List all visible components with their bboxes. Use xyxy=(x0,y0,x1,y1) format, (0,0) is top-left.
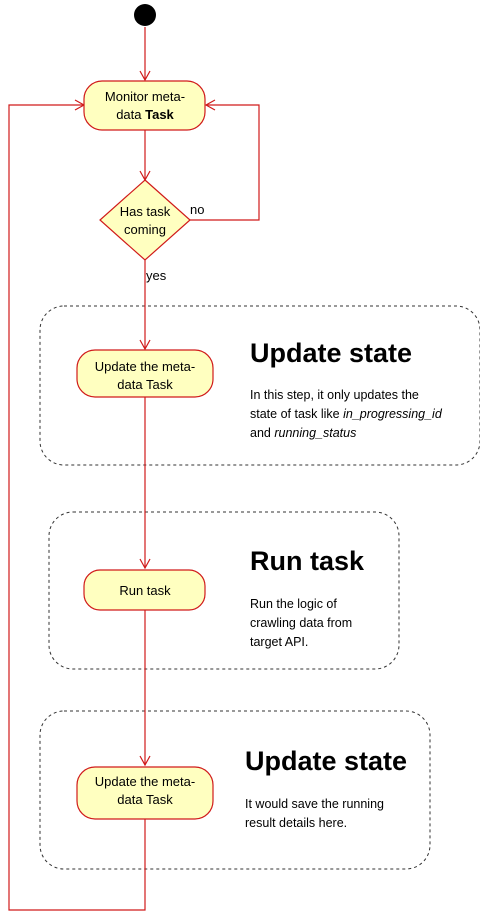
group-2-desc-line: crawling data from xyxy=(250,616,352,630)
node-update-1-line2: data Task xyxy=(117,377,173,392)
edge-label-yes: yes xyxy=(146,268,167,283)
edge-label-no: no xyxy=(190,202,204,217)
node-monitor-line2: data Task xyxy=(116,107,174,122)
node-update-2-line1: Update the meta- xyxy=(95,774,195,789)
group-1-desc-line: state of task like in_progressing_id xyxy=(250,407,443,421)
node-update-2-line2: data Task xyxy=(117,792,173,807)
group-3-desc: It would save the running result details … xyxy=(245,797,384,830)
group-2-desc-line: Run the logic of xyxy=(250,597,337,611)
group-2-desc: Run the logic of crawling data from target… xyxy=(250,597,352,649)
group-3-desc-line: result details here. xyxy=(245,816,347,830)
node-decision-line2: coming xyxy=(124,222,166,237)
node-run-task-label: Run task xyxy=(119,583,171,598)
group-1-title: Update state xyxy=(250,338,412,368)
group-2-desc-line: target API. xyxy=(250,635,308,649)
edge-decision-no-loop xyxy=(190,99,260,221)
node-decision xyxy=(99,179,191,261)
start-node xyxy=(134,4,156,26)
node-monitor-line1: Monitor meta- xyxy=(105,89,185,104)
node-update-2 xyxy=(76,766,214,820)
edges xyxy=(8,27,260,911)
node-monitor xyxy=(83,80,206,131)
edge-loop-back xyxy=(8,99,146,911)
node-decision-line1: Has task xyxy=(120,204,171,219)
group-3-desc-line: It would save the running xyxy=(245,797,384,811)
group-update-state-1 xyxy=(39,305,480,466)
group-2-title: Run task xyxy=(250,546,365,576)
node-update-1-line1: Update the meta- xyxy=(95,359,195,374)
group-update-state-2 xyxy=(39,710,431,870)
node-update-1 xyxy=(76,349,214,398)
group-3-title: Update state xyxy=(245,746,407,776)
group-1-desc-line: and running_status xyxy=(250,426,356,440)
group-run-task xyxy=(48,511,400,670)
group-1-desc: In this step, it only updates the state o… xyxy=(250,388,443,440)
group-1-desc-line: In this step, it only updates the xyxy=(250,388,419,402)
node-run-task xyxy=(83,569,206,611)
